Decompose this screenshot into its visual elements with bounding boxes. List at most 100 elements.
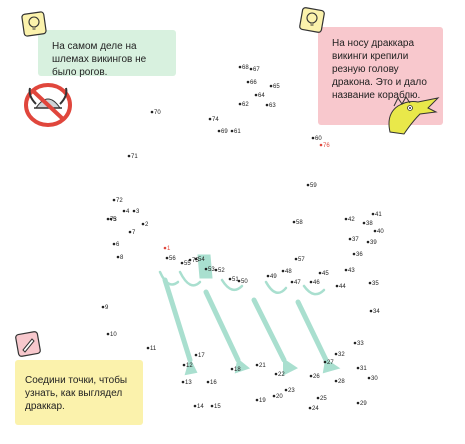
dot-48[interactable]: 48 <box>281 269 293 275</box>
dot-41[interactable]: 41 <box>371 212 383 218</box>
dot-64[interactable]: 64 <box>254 93 266 99</box>
dot-27[interactable]: 27 <box>323 360 335 366</box>
dot-19[interactable]: 19 <box>255 398 267 404</box>
dot-point[interactable] <box>194 353 198 357</box>
dot-point[interactable] <box>180 261 184 265</box>
dot-point[interactable] <box>266 274 270 278</box>
dot-point[interactable] <box>308 406 312 410</box>
dot-47[interactable]: 47 <box>290 280 302 286</box>
dot-66[interactable]: 66 <box>246 80 258 86</box>
dot-50[interactable]: 50 <box>237 279 249 285</box>
dot-26[interactable]: 26 <box>309 374 321 380</box>
dot-1[interactable]: 1 <box>163 246 171 252</box>
dot-21[interactable]: 21 <box>255 363 267 369</box>
dot-20[interactable]: 20 <box>272 394 284 400</box>
dot-7[interactable]: 7 <box>128 230 136 236</box>
dot-63[interactable]: 63 <box>265 103 277 109</box>
dot-point[interactable] <box>188 258 192 262</box>
dot-point[interactable] <box>294 257 298 261</box>
dot-53[interactable]: 53 <box>204 267 216 273</box>
dot-3[interactable]: 3 <box>132 209 140 215</box>
dot-point[interactable] <box>274 372 278 376</box>
dot-point[interactable] <box>237 279 241 283</box>
dot-11[interactable]: 11 <box>146 346 157 352</box>
dot-40[interactable]: 40 <box>373 229 385 235</box>
dot-75[interactable]: 75 <box>188 258 200 264</box>
dot-point[interactable] <box>367 376 371 380</box>
dot-point[interactable] <box>269 84 273 88</box>
dot-point[interactable] <box>306 183 310 187</box>
dot-point[interactable] <box>230 367 234 371</box>
dot-point[interactable] <box>101 305 105 309</box>
dot-point[interactable] <box>112 198 116 202</box>
dot-point[interactable] <box>230 129 234 133</box>
dot-49[interactable]: 49 <box>266 274 278 280</box>
dot-15[interactable]: 15 <box>210 404 222 410</box>
dot-44[interactable]: 44 <box>335 284 347 290</box>
dot-point[interactable] <box>292 220 296 224</box>
dot-point[interactable] <box>319 143 323 147</box>
dot-2[interactable]: 2 <box>141 222 149 228</box>
dot-34[interactable]: 34 <box>369 309 381 315</box>
dot-point[interactable] <box>112 242 116 246</box>
dot-point[interactable] <box>309 374 313 378</box>
dot-51[interactable]: 51 <box>228 277 240 283</box>
dot-point[interactable] <box>206 380 210 384</box>
dot-72[interactable]: 72 <box>112 198 124 204</box>
dot-70[interactable]: 70 <box>150 110 162 116</box>
dot-point[interactable] <box>369 309 373 313</box>
dot-point[interactable] <box>208 117 212 121</box>
dot-12[interactable]: 12 <box>182 363 194 369</box>
dot-58[interactable]: 58 <box>292 220 304 226</box>
dot-point[interactable] <box>228 277 232 281</box>
dot-point[interactable] <box>344 217 348 221</box>
dot-point[interactable] <box>249 67 253 71</box>
dot-36[interactable]: 36 <box>352 252 364 258</box>
dot-point[interactable] <box>165 256 169 260</box>
dot-17[interactable]: 17 <box>194 353 206 359</box>
dot-24[interactable]: 24 <box>308 406 320 412</box>
dot-point[interactable] <box>194 257 198 261</box>
dot-29[interactable]: 29 <box>356 401 368 407</box>
dot-point[interactable] <box>255 398 259 402</box>
dot-38[interactable]: 38 <box>362 221 374 227</box>
dot-point[interactable] <box>214 268 218 272</box>
dot-43[interactable]: 43 <box>344 268 356 274</box>
dot-point[interactable] <box>348 237 352 241</box>
dot-10[interactable]: 10 <box>106 332 118 338</box>
dot-76[interactable]: 76 <box>319 143 331 149</box>
dot-71[interactable]: 71 <box>127 154 139 160</box>
dot-point[interactable] <box>281 269 285 273</box>
dot-73[interactable]: 73 <box>106 217 118 223</box>
dot-point[interactable] <box>272 394 276 398</box>
dot-point[interactable] <box>318 271 322 275</box>
dot-point[interactable] <box>116 255 120 259</box>
dot-68[interactable]: 68 <box>238 65 250 71</box>
dot-point[interactable] <box>311 136 315 140</box>
dot-54[interactable]: 54 <box>194 257 206 263</box>
dot-point[interactable] <box>106 332 110 336</box>
dot-point[interactable] <box>356 401 360 405</box>
dot-point[interactable] <box>246 80 250 84</box>
dot-16[interactable]: 16 <box>206 380 218 386</box>
dot-28[interactable]: 28 <box>334 379 346 385</box>
dot-point[interactable] <box>353 341 357 345</box>
dot-33[interactable]: 33 <box>353 341 365 347</box>
dot-13[interactable]: 13 <box>181 380 193 386</box>
dot-point[interactable] <box>362 221 366 225</box>
dot-56[interactable]: 56 <box>165 256 177 262</box>
dot-point[interactable] <box>290 280 294 284</box>
dot-30[interactable]: 30 <box>367 376 379 382</box>
dot-69[interactable]: 69 <box>217 129 229 135</box>
dot-39[interactable]: 39 <box>366 240 378 246</box>
dot-52[interactable]: 52 <box>214 268 226 274</box>
dot-37[interactable]: 37 <box>348 237 360 243</box>
dot-14[interactable]: 14 <box>193 404 205 410</box>
dot-59[interactable]: 59 <box>306 183 318 189</box>
dot-6[interactable]: 6 <box>112 242 120 248</box>
dot-point[interactable] <box>373 229 377 233</box>
dot-23[interactable]: 23 <box>284 388 296 394</box>
dot-61[interactable]: 61 <box>230 129 242 135</box>
dot-point[interactable] <box>335 284 339 288</box>
dot-65[interactable]: 65 <box>269 84 281 90</box>
